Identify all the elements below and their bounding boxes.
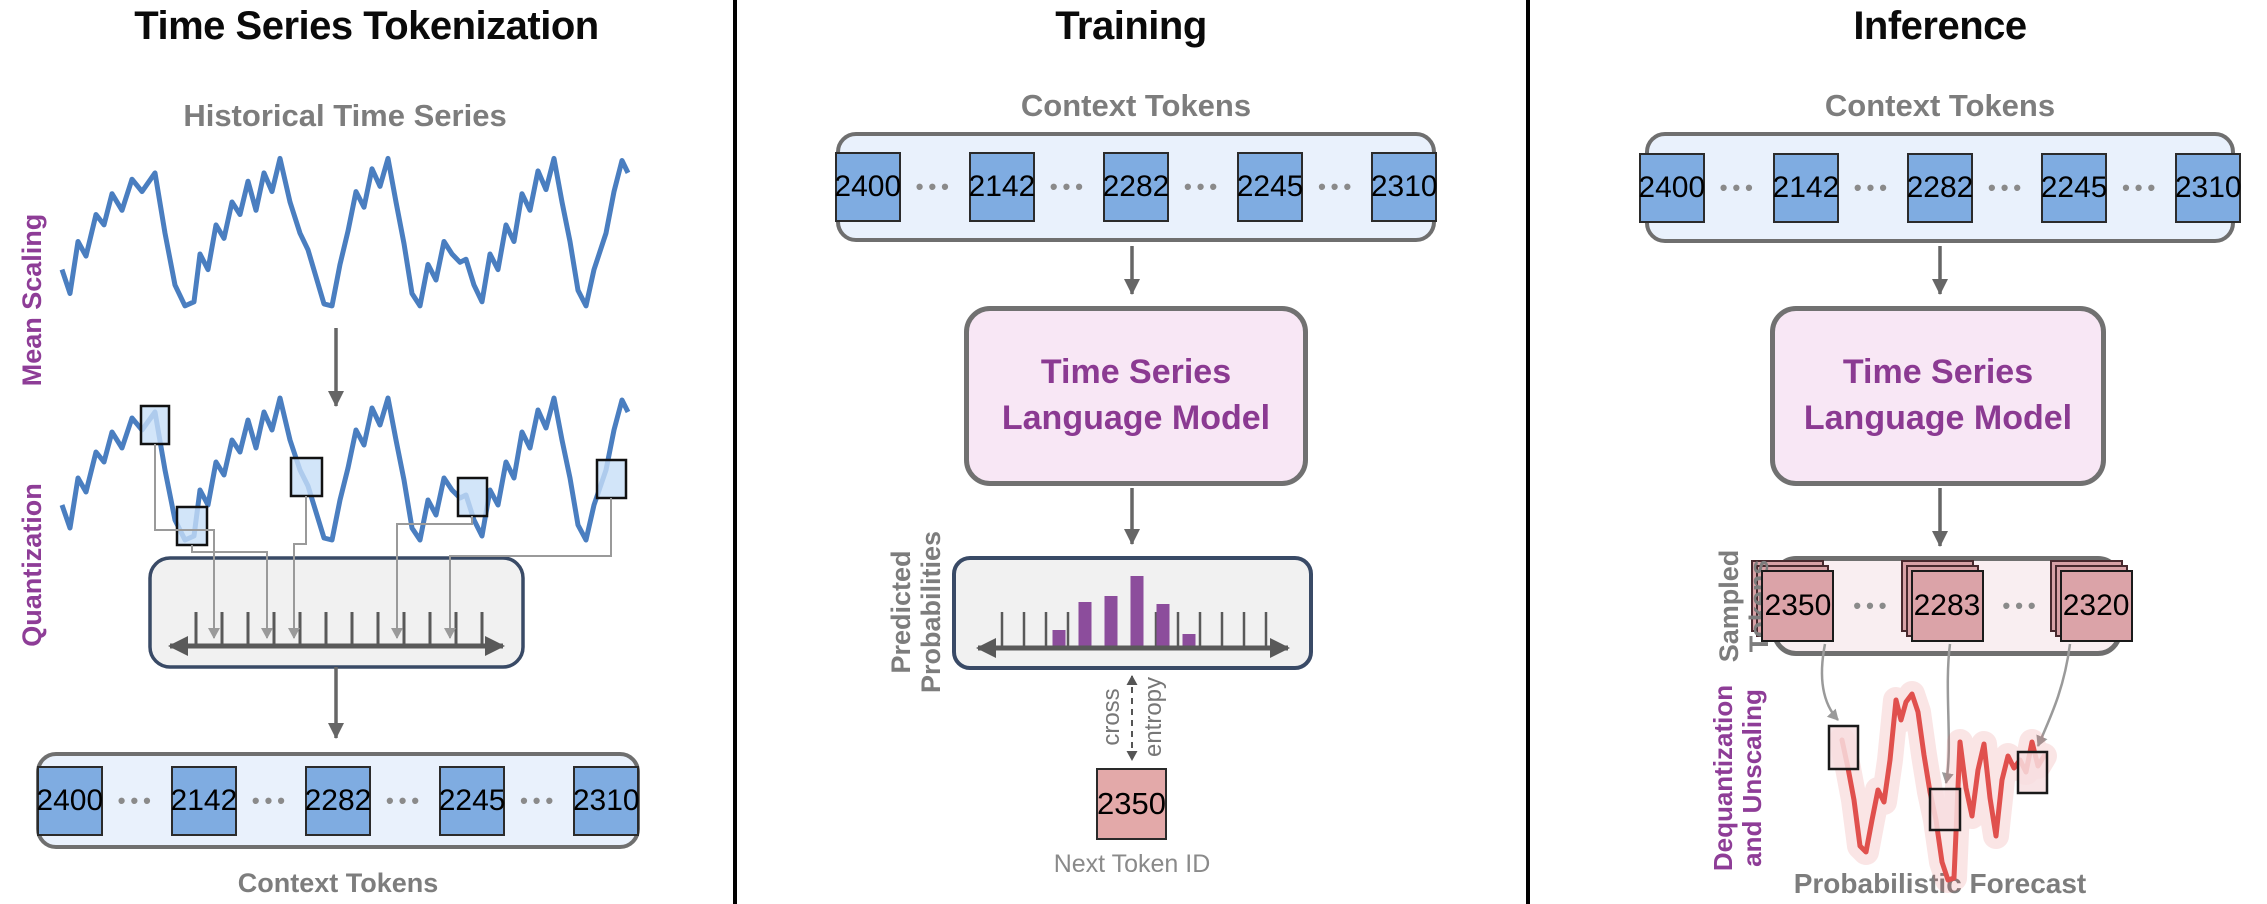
predicted-probabilities-label: Predicted Probabilities [885, 530, 946, 694]
ellipsis-dots: ••• [915, 174, 954, 199]
quantization-ticks [194, 612, 484, 644]
sample-box [139, 404, 171, 446]
connector-line [154, 444, 220, 639]
ellipsis-dots: ••• [1988, 174, 2027, 200]
context-token: 2310 [573, 765, 640, 836]
time-series-language-model-box-training: Time Series Language Model [964, 306, 1308, 486]
mean-scaling-label: Mean Scaling [16, 213, 47, 387]
sample-box [289, 456, 324, 498]
dequantization-connectors [1820, 643, 2072, 784]
panel-divider-left [733, 0, 737, 904]
ellipsis-dots: ••• [1719, 174, 1758, 200]
context-token: 2282 [305, 765, 371, 836]
context-tokens-label-training: Context Tokens [1020, 88, 1252, 123]
context-token: 2282 [1907, 152, 1973, 223]
context-token: 2245 [2041, 152, 2107, 223]
ellipsis-dots: ••• [117, 787, 156, 813]
forecast-confidence-band [1829, 681, 2057, 893]
context-token: 2400 [36, 765, 103, 836]
panel-title-inference: Inference [1853, 4, 2027, 48]
model-label-line1: Time Series [1842, 353, 2034, 392]
sample-box [175, 505, 209, 547]
historical-series-line [59, 155, 631, 309]
ellipsis-dots: ••• [2122, 174, 2161, 200]
context-token: 2400 [834, 152, 901, 222]
ellipsis-dots: ••• [1184, 174, 1223, 199]
ellipsis-dots: ••• [1853, 174, 1892, 200]
predicted-probabilities-box [952, 556, 1313, 670]
connector-line [444, 498, 612, 639]
context-tokens-row-inference: 2400 ••• 2142 ••• 2282 ••• 2245 ••• 2310 [1638, 132, 2242, 243]
forecast-sample-boxes [1827, 724, 2049, 832]
panel-title-tokenization: Time Series Tokenization [134, 4, 599, 48]
forecast-box [1928, 787, 1962, 832]
context-tokens-row-training: 2400 ••• 2142 ••• 2282 ••• 2245 ••• 2310 [834, 132, 1438, 242]
sampled-token-stack: 2320 [2049, 560, 2133, 642]
panel-divider-right [1526, 0, 1530, 904]
ellipsis-dots: ••• [520, 787, 559, 813]
forecast-box [1827, 724, 1860, 771]
connector-curve [1941, 643, 1954, 784]
probabilistic-forecast-label: Probabilistic Forecast [1793, 868, 2087, 899]
forecast-median-line [1839, 691, 2047, 883]
connector-curve [2036, 643, 2072, 747]
context-token: 2142 [1773, 152, 1839, 223]
model-label-line2: Language Model [1803, 399, 2073, 437]
quantization-connectors [154, 444, 612, 639]
next-token-id-caption: Next Token ID [1053, 850, 1211, 878]
connector-line [391, 516, 473, 639]
quantization-label: Quantization [16, 483, 47, 647]
context-token: 2310 [2175, 152, 2242, 223]
ellipsis-dots: ••• [1318, 174, 1357, 199]
panel-title-training: Training [1055, 4, 1207, 48]
model-label-line2: Language Model [1001, 399, 1271, 437]
context-token: 2282 [1103, 152, 1169, 222]
sampled-token-stack: 2350 [1751, 560, 1835, 642]
sample-box [595, 458, 628, 500]
time-series-language-model-box-inference: Time Series Language Model [1770, 306, 2106, 486]
context-token: 2142 [969, 152, 1035, 222]
time-series-plots [59, 155, 631, 543]
ellipsis-dots: ••• [1853, 593, 1892, 618]
sample-box [456, 476, 489, 518]
ellipsis-dots: ••• [2002, 593, 2041, 618]
historical-series-label: Historical Time Series [183, 98, 507, 133]
ellipsis-dots: ••• [251, 787, 290, 813]
sampled-tokens-row: 2350 ••• 2283 ••• 2320 [1751, 556, 2133, 656]
context-tokens-caption: Context Tokens [237, 868, 439, 898]
highlighted-sample-boxes [139, 404, 628, 547]
next-token-id-box: 2350 [1096, 768, 1167, 840]
forecast-box [2016, 750, 2049, 795]
connector-line [288, 496, 307, 639]
sampled-token-stack: 2283 [1900, 560, 1984, 642]
context-token: 2310 [1371, 152, 1438, 222]
sampled-token: 2350 [1761, 570, 1835, 642]
ellipsis-dots: ••• [1049, 174, 1088, 199]
cross-entropy-label: cross entropy [1098, 676, 1167, 758]
context-token: 2142 [171, 765, 237, 836]
quantization-box [148, 556, 525, 669]
dequantization-label: Dequantization and Unscaling [1707, 684, 1767, 872]
model-label-line1: Time Series [1040, 353, 1232, 392]
ellipsis-dots: ••• [386, 787, 425, 813]
sampled-token: 2320 [2059, 570, 2133, 642]
context-tokens-row-tokenization: 2400 ••• 2142 ••• 2282 ••• 2245 ••• 2310 [36, 752, 640, 849]
probabilistic-forecast-plot [1829, 681, 2057, 893]
connector-line [191, 545, 273, 639]
context-tokens-label-inference: Context Tokens [1824, 88, 2056, 123]
sampled-token: 2283 [1910, 570, 1984, 642]
context-token: 2245 [439, 765, 505, 836]
scaled-series-line [59, 395, 631, 543]
context-token: 2400 [1638, 152, 1705, 223]
context-token: 2245 [1237, 152, 1303, 222]
